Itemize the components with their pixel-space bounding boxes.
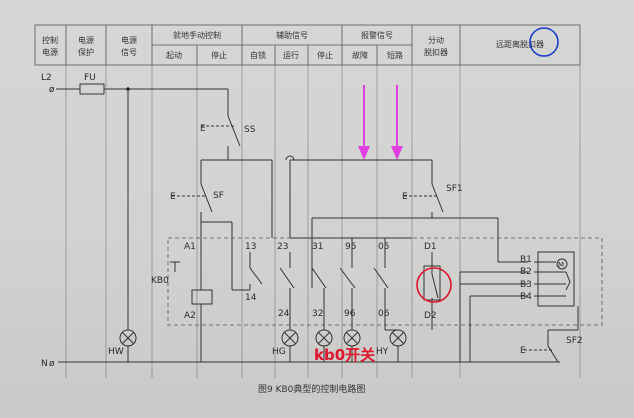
label-b1: B1 bbox=[520, 255, 532, 265]
lamp-hr bbox=[343, 329, 361, 362]
label-32: 32 bbox=[312, 309, 323, 319]
label-23: 23 bbox=[277, 242, 288, 252]
label-l2-symbol: ø bbox=[49, 85, 55, 95]
sf2-pushbutton-symbol: E bbox=[520, 346, 526, 356]
col-remote-trip: 远距离脱扣器 bbox=[496, 39, 544, 49]
column-guides bbox=[65, 65, 581, 378]
lamp-hg-2 bbox=[315, 329, 333, 362]
label-06: 06 bbox=[378, 309, 390, 319]
col-split-bottom: 脱扣器 bbox=[424, 47, 448, 57]
label-b4: B4 bbox=[520, 292, 532, 302]
kb0-coil bbox=[191, 289, 213, 305]
red-highlight-circle bbox=[416, 267, 452, 303]
alarm-arrows bbox=[358, 85, 403, 160]
group-aux-signal-title: 辅助信号 bbox=[276, 30, 308, 40]
label-14: 14 bbox=[245, 293, 257, 303]
col-control-power-bottom: 电源 bbox=[42, 47, 58, 57]
label-13: 13 bbox=[245, 242, 256, 252]
blue-highlight-circle bbox=[529, 27, 559, 57]
label-hg: HG bbox=[272, 347, 286, 357]
col-power-protect-bottom: 保护 bbox=[78, 47, 94, 57]
label-31: 31 bbox=[312, 242, 323, 252]
header-table: 控制 电源 电源 保护 电源 信号 就地手动控制 起动 停止 辅助信号 自锁 运… bbox=[34, 24, 581, 66]
ss-pushbutton-symbol: E bbox=[200, 124, 206, 134]
label-b3: B3 bbox=[520, 280, 532, 290]
figure-caption: 图9 KB0典型的控制电路图 bbox=[258, 383, 365, 395]
motor-symbol bbox=[556, 258, 568, 270]
sf1-pushbutton-symbol: E bbox=[402, 192, 408, 202]
label-sf2: SF2 bbox=[566, 336, 583, 346]
label-hw: HW bbox=[108, 347, 124, 357]
sub-aux-stop: 停止 bbox=[317, 50, 333, 60]
label-ss: SS bbox=[244, 125, 256, 135]
label-a1: A1 bbox=[184, 242, 196, 252]
lamp-hg-1 bbox=[281, 329, 299, 362]
col-split-top: 分动 bbox=[428, 35, 444, 45]
label-sf: SF bbox=[213, 191, 224, 201]
group-local-manual-title: 就地手动控制 bbox=[173, 30, 221, 40]
lamp-hw bbox=[119, 329, 137, 362]
group-alarm-title: 报警信号 bbox=[361, 30, 393, 40]
col-power-signal-bottom: 信号 bbox=[121, 47, 137, 57]
label-n: N bbox=[41, 359, 48, 369]
label-m: M bbox=[558, 261, 564, 269]
sf-pushbutton-symbol: E bbox=[170, 192, 176, 202]
label-d2: D2 bbox=[424, 311, 437, 321]
sub-self-lock: 自锁 bbox=[250, 50, 266, 60]
annotation-kb0-switch: kb0开关 bbox=[314, 346, 375, 364]
label-l2: L2 bbox=[41, 73, 52, 83]
label-96: 96 bbox=[344, 309, 356, 319]
label-95: 95 bbox=[345, 242, 356, 252]
col-power-protect-top: 电源 bbox=[78, 35, 94, 45]
fuse-fu bbox=[79, 83, 105, 95]
remote-tripper-box bbox=[537, 251, 575, 307]
sub-start: 起动 bbox=[166, 50, 182, 60]
sub-short: 短路 bbox=[387, 50, 403, 60]
label-05: 05 bbox=[378, 242, 389, 252]
header-border bbox=[34, 24, 581, 66]
sub-stop: 停止 bbox=[211, 50, 227, 60]
d1-d2-switch-body bbox=[423, 265, 441, 301]
sub-run: 运行 bbox=[283, 50, 299, 60]
label-n-symbol: ø bbox=[49, 359, 55, 369]
label-fu: FU bbox=[84, 73, 96, 83]
label-24: 24 bbox=[278, 309, 290, 319]
col-power-signal-top: 电源 bbox=[121, 35, 137, 45]
label-a2: A2 bbox=[184, 311, 196, 321]
label-d1: D1 bbox=[424, 242, 437, 252]
sub-fault: 故障 bbox=[352, 50, 368, 60]
label-kb0: KB0 bbox=[151, 276, 169, 286]
label-sf1: SF1 bbox=[446, 184, 463, 194]
lamp-hy bbox=[389, 329, 407, 362]
label-hy: HY bbox=[376, 347, 389, 357]
col-control-power-top: 控制 bbox=[42, 35, 58, 45]
